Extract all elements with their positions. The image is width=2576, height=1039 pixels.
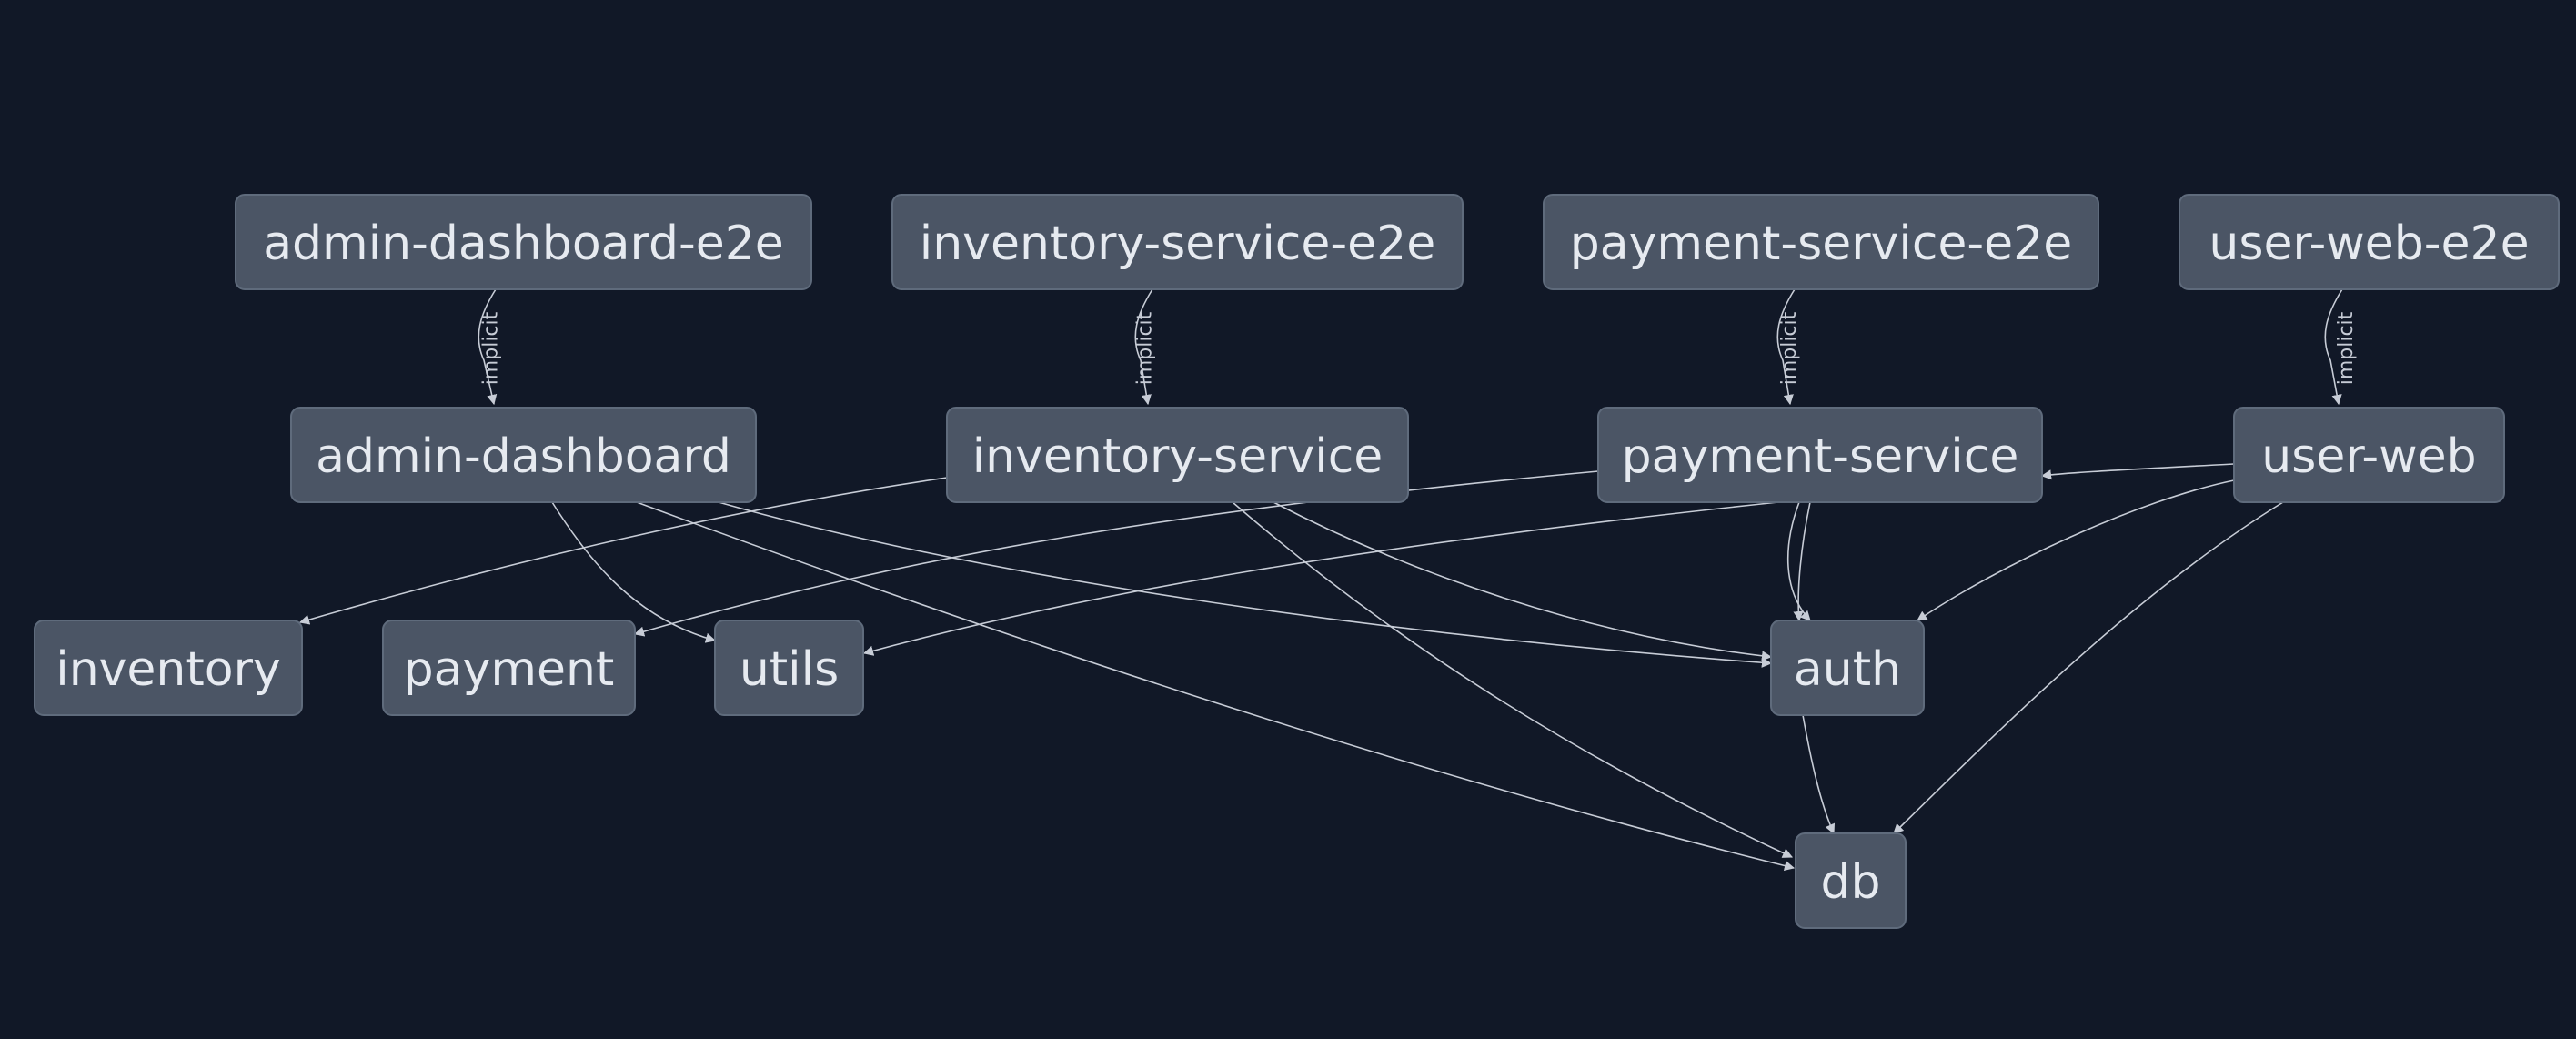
edge-payment-service-to-auth [1786,501,1811,621]
node-inventory-service[interactable]: inventory-service [946,407,1409,503]
edge-auth-to-db [1802,714,1836,835]
edge-payment-service-to-db [1793,501,1811,622]
edge-user-web-to-auth [1917,479,2235,621]
node-payment[interactable]: payment [382,620,636,716]
edge-admin-dashboard-e2e-to-admin-dashboard [478,288,498,406]
node-label: auth [1794,642,1901,697]
node-box [1770,620,1925,716]
node-label: admin-dashboard-e2e [263,217,784,271]
edge-payment-service-e2e-to-payment-service [1776,288,1796,406]
node-label: inventory-service-e2e [920,217,1435,271]
node-user-web-e2e[interactable]: user-web-e2e [2179,194,2560,290]
node-label: payment-service [1622,429,2019,484]
edge-inventory-service-to-auth [1273,501,1773,661]
node-label: user-web [2261,429,2476,484]
node-box [290,407,757,503]
node-user-web[interactable]: user-web [2233,407,2505,503]
edge-label-implicit: implicit [2335,311,2358,385]
node-label: inventory-service [972,429,1384,484]
node-box [1795,832,1907,929]
node-db[interactable]: db [1795,832,1907,929]
node-label: utils [740,642,839,697]
node-box [34,620,303,716]
edge-payment-service-to-payment [633,470,1599,637]
edge-label-implicit: implicit [1134,311,1157,385]
node-label: user-web-e2e [2209,217,2529,271]
node-label: payment [404,642,615,697]
node-label: admin-dashboard [316,429,731,484]
edge-inventory-service-to-inventory [298,477,948,625]
node-inventory-service-e2e[interactable]: inventory-service-e2e [891,194,1464,290]
edge-admin-dashboard-to-auth [718,501,1773,668]
node-box [235,194,812,290]
node-box [2233,407,2505,503]
edge-payment-service-to-utils [862,501,1779,656]
edge-inventory-service-e2e-to-inventory-service [1134,288,1153,406]
node-box [2179,194,2560,290]
node-admin-dashboard-e2e[interactable]: admin-dashboard-e2e [235,194,812,290]
node-inventory[interactable]: inventory [34,620,303,716]
edge-user-web-to-inventory [2040,463,2235,480]
node-payment-service[interactable]: payment-service [1597,407,2043,503]
node-box [714,620,864,716]
node-box [382,620,636,716]
node-payment-service-e2e[interactable]: payment-service-e2e [1543,194,2099,290]
edge-admin-dashboard-to-db [636,501,1796,872]
edge-user-web-e2e-to-user-web [2324,288,2343,406]
node-admin-dashboard[interactable]: admin-dashboard [290,407,757,503]
node-box [946,407,1409,503]
node-label: inventory [55,642,280,697]
node-box [1597,407,2043,503]
edge-inventory-service-to-db [1232,501,1794,858]
edge-user-web-to-db [1893,501,2284,834]
edge-label-implicit: implicit [479,311,502,385]
node-utils[interactable]: utils [714,620,864,716]
node-label: payment-service-e2e [1570,217,2073,271]
edge-admin-dashboard-to-utils [551,501,717,643]
node-label: db [1820,855,1880,910]
edge-label-implicit: implicit [1778,311,1801,385]
node-box [1543,194,2099,290]
edges-layer: implicit implicit implicit implicit [298,288,2358,872]
node-box [891,194,1464,290]
nodes-layer: admin-dashboard-e2e inventory-service-e2e… [34,194,2560,929]
node-auth[interactable]: auth [1770,620,1925,716]
